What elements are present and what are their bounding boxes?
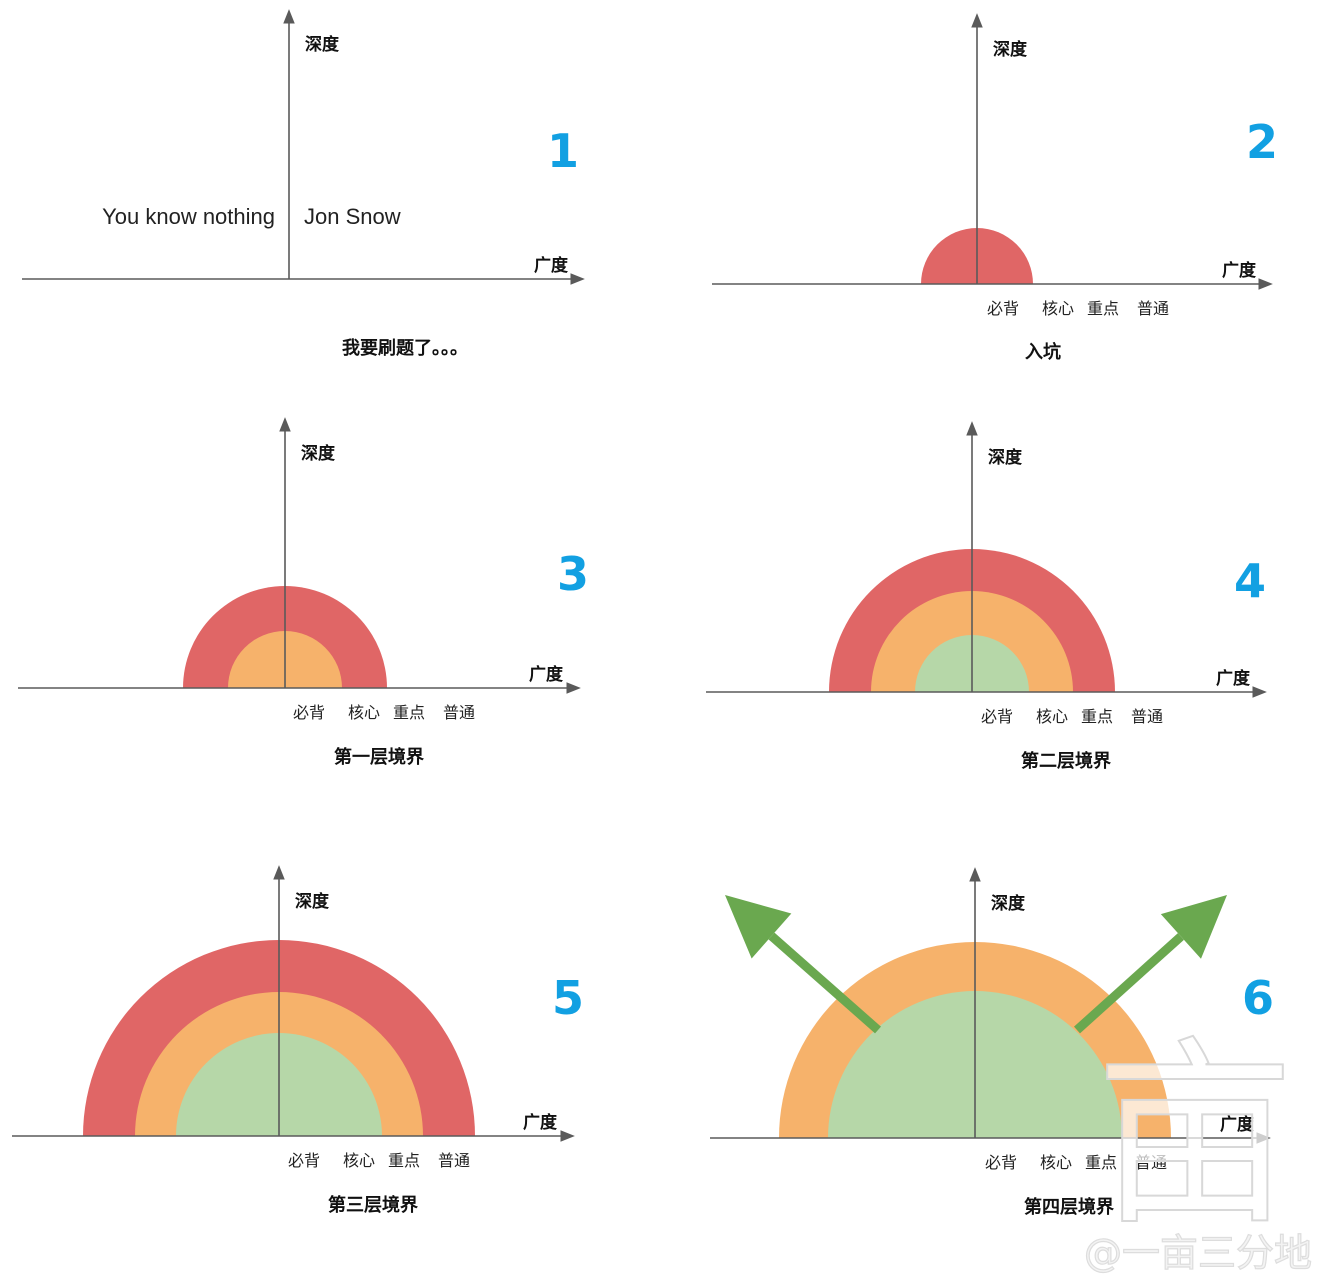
y-axis-label: 深度 [305, 34, 340, 55]
x-axis-label: 广度 [1220, 1114, 1255, 1135]
panel-number: 4 [1234, 554, 1266, 608]
tick-label: 核心 [1040, 1153, 1072, 1172]
tick-label: 核心 [343, 1151, 375, 1170]
panel-number: 6 [1242, 971, 1274, 1025]
tick-label: 普通 [438, 1151, 470, 1170]
tick-label: 必背 [987, 299, 1019, 318]
tick-label: 核心 [1042, 299, 1074, 318]
tick-label: 必背 [985, 1153, 1017, 1172]
tick-label: 必背 [288, 1151, 320, 1170]
panel-caption: 入坑 [1025, 341, 1061, 363]
panel-caption: 第三层境界 [328, 1194, 418, 1216]
tick-label: 必背 [293, 703, 325, 722]
left-growth-arrow-shaft [768, 932, 881, 1034]
panel-caption: 第四层境界 [1024, 1196, 1114, 1218]
y-axis-label: 深度 [993, 39, 1028, 60]
y-axis-label: 深度 [295, 891, 330, 912]
tick-label: 核心 [1036, 707, 1068, 726]
watermark-text: @一亩三分地 [1084, 1231, 1312, 1275]
panel-2: 深度广度必背 核心重点普通 2 入坑 [712, 13, 1278, 363]
tick-label: 重点 [388, 1151, 420, 1170]
x-axis-label: 广度 [523, 1112, 558, 1133]
panel-number: 1 [547, 124, 579, 178]
tick-label: 普通 [1135, 1153, 1167, 1172]
tick-label: 重点 [1081, 707, 1113, 726]
panel-caption: 第二层境界 [1021, 750, 1111, 772]
watermark: 亩 @一亩三分地 [1083, 1019, 1312, 1276]
tick-label: 普通 [1137, 299, 1169, 318]
panel-number: 3 [557, 547, 589, 601]
panel-caption: 第一层境界 [334, 746, 424, 768]
x-axis-label: 广度 [1216, 668, 1251, 689]
tick-label: 重点 [1085, 1153, 1117, 1172]
x-axis-label: 广度 [1222, 260, 1257, 281]
panel-number: 5 [552, 971, 584, 1025]
quote-left-text: You know nothing [102, 204, 275, 229]
right-growth-arrow-head [1160, 895, 1227, 959]
tick-label: 普通 [1131, 707, 1163, 726]
x-axis-label: 广度 [529, 664, 564, 685]
panel-5: 深度广度必背 核心重点普通 5 第三层境界 [12, 865, 584, 1216]
tick-label: 普通 [443, 703, 475, 722]
right-growth-arrow-shaft [1073, 933, 1184, 1034]
tick-label: 必背 [981, 707, 1013, 726]
tick-label: 核心 [348, 703, 380, 722]
y-axis-label: 深度 [301, 443, 336, 464]
panel-4: 深度广度必背 核心重点普通 4 第二层境界 [706, 421, 1267, 772]
watermark-logo-glyph: 亩 [1095, 1020, 1295, 1253]
panel-6: 深度广度必背 核心重点普通 6 第四层境界 [710, 867, 1274, 1218]
panel-number: 2 [1246, 115, 1278, 169]
tick-label: 重点 [393, 703, 425, 722]
tick-label: 重点 [1087, 299, 1119, 318]
left-growth-arrow-head [725, 895, 792, 959]
x-axis-label: 广度 [534, 255, 569, 276]
y-axis-label: 深度 [991, 893, 1026, 914]
quote-right-text: Jon Snow [304, 204, 401, 229]
panel-3: 深度广度必背 核心重点普通 3 第一层境界 [18, 417, 589, 768]
panel-caption: 我要刷题了。。。 [342, 338, 468, 359]
y-axis-label: 深度 [988, 447, 1023, 468]
